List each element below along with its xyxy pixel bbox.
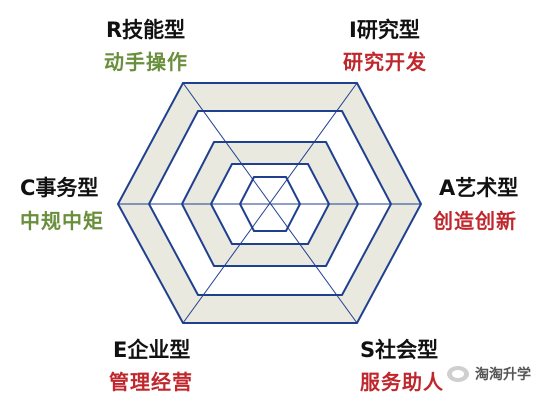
chat-bubble-icon [447,366,469,382]
type-i-subtitle: 研究开发 [343,50,427,74]
type-c-subtitle: 中规中矩 [20,209,104,233]
type-e-subtitle: 管理经营 [109,370,193,394]
type-a-title: A艺术型 [439,176,519,200]
type-e-title: E企业型 [113,338,191,362]
watermark: 淘淘升学 [447,364,531,384]
type-r-title: R技能型 [106,18,186,42]
watermark-text: 淘淘升学 [475,367,531,383]
type-i-title: I研究型 [349,18,420,42]
type-r-subtitle: 动手操作 [104,50,188,74]
type-s-subtitle: 服务助人 [360,370,444,394]
type-a-subtitle: 创造创新 [433,209,517,233]
type-s-title: S社会型 [360,338,439,362]
spoke-diagonal-2 [182,82,358,324]
type-c-title: C事务型 [20,176,99,200]
